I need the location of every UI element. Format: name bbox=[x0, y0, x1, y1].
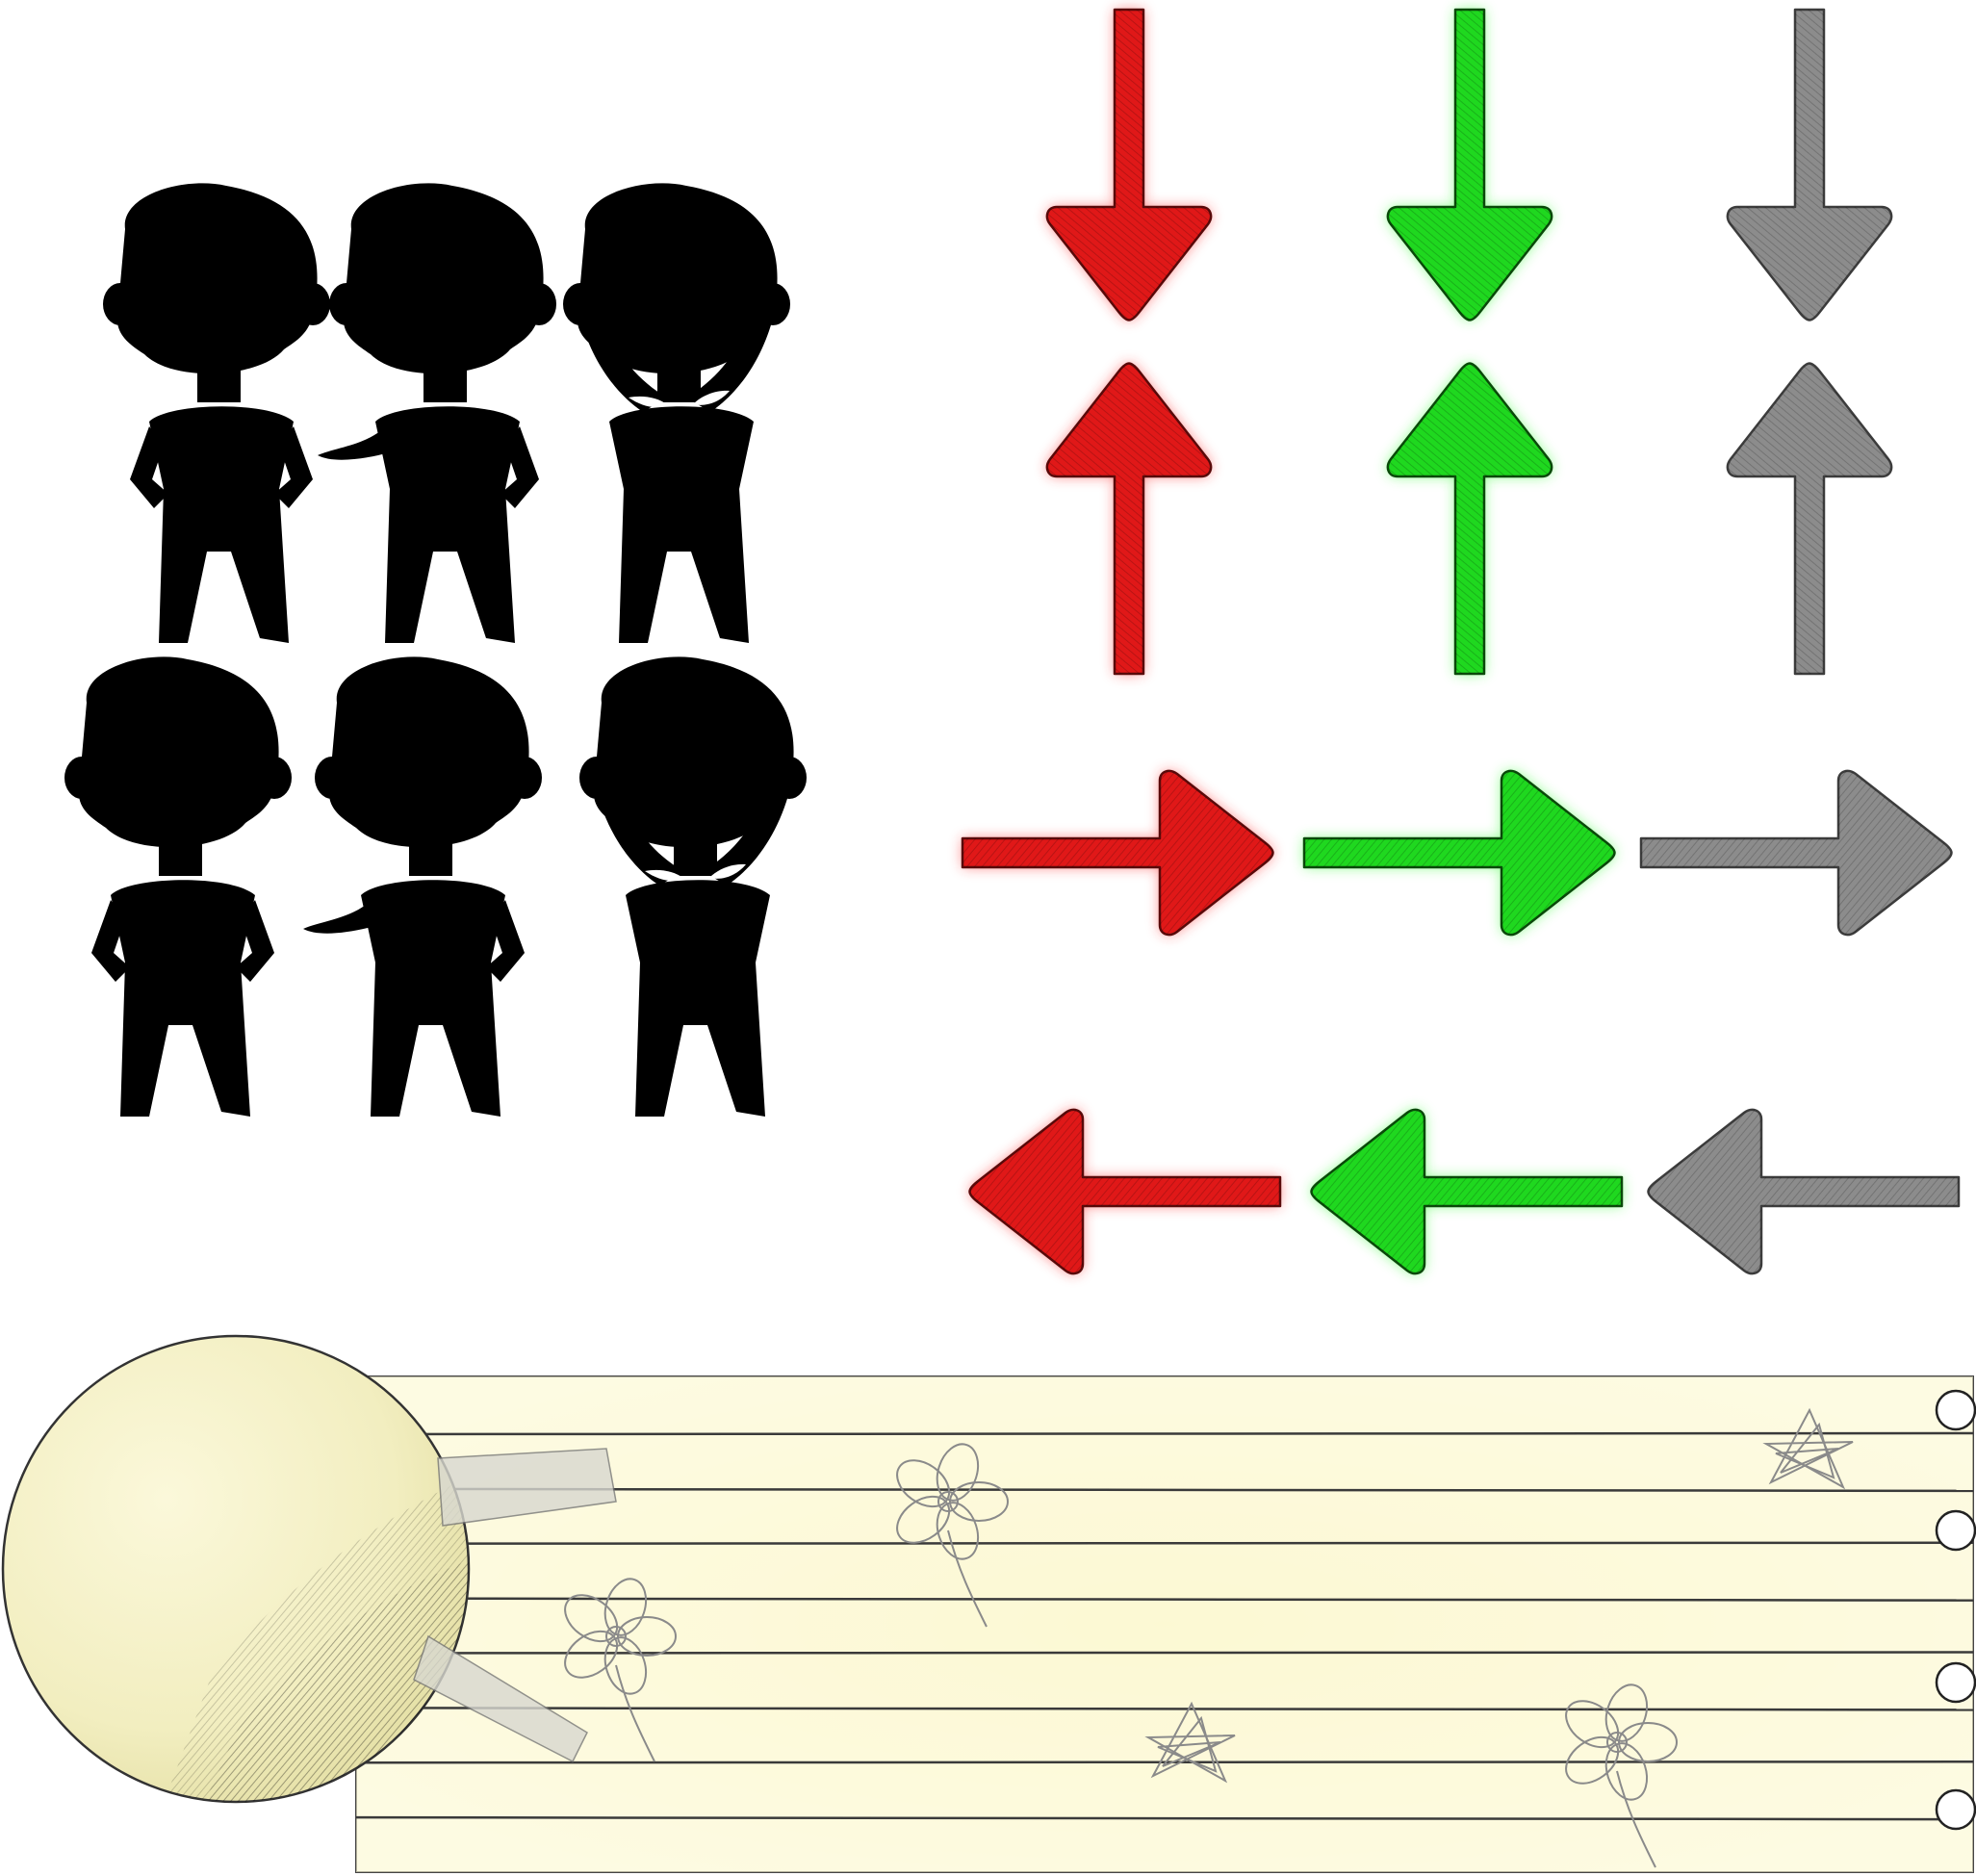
arrow-right-red bbox=[961, 769, 1274, 937]
binder-hole bbox=[1935, 1509, 1976, 1552]
rule-line bbox=[355, 1651, 1974, 1655]
silhouette-hands-on-hips bbox=[103, 183, 330, 643]
rule-line bbox=[355, 1815, 1974, 1821]
arrow-right-gray bbox=[1639, 769, 1953, 937]
arrow-down-gray bbox=[1726, 8, 1893, 321]
binder-hole bbox=[1935, 1661, 1976, 1704]
arrow-up-green bbox=[1386, 362, 1553, 676]
silhouette-hands-on-head bbox=[563, 183, 790, 643]
silhouette-hands-on-hips bbox=[64, 656, 292, 1117]
flower-doodle bbox=[1565, 1683, 1678, 1868]
arrow-group bbox=[961, 8, 1961, 1275]
arrow-down-red bbox=[1045, 8, 1213, 321]
arrow-down-green bbox=[1386, 8, 1553, 321]
star-scribble bbox=[1762, 1407, 1854, 1490]
star-scribble bbox=[1144, 1701, 1236, 1784]
rule-line bbox=[355, 1431, 1974, 1436]
rule-line bbox=[355, 1487, 1974, 1493]
silhouette-pointing bbox=[318, 183, 556, 643]
tape-strip bbox=[413, 1634, 588, 1763]
silhouette-hands-on-head bbox=[579, 656, 807, 1117]
arrow-left-red bbox=[968, 1108, 1282, 1275]
silhouette-pointing bbox=[303, 656, 542, 1117]
rule-line bbox=[355, 1760, 1974, 1764]
binder-hole bbox=[1935, 1389, 1976, 1431]
arrow-left-green bbox=[1310, 1108, 1624, 1275]
tape-strip bbox=[437, 1448, 617, 1527]
flower-doodle bbox=[564, 1578, 677, 1762]
arrow-up-red bbox=[1045, 362, 1213, 676]
arrow-left-gray bbox=[1647, 1108, 1961, 1275]
arrow-right-green bbox=[1302, 769, 1616, 937]
arrow-up-gray bbox=[1726, 362, 1893, 676]
rule-line bbox=[355, 1707, 1974, 1711]
binder-hole bbox=[1935, 1788, 1976, 1831]
rule-line bbox=[355, 1597, 1974, 1602]
silhouette-group bbox=[64, 183, 807, 1117]
rule-line bbox=[355, 1541, 1974, 1545]
flower-doodle bbox=[896, 1443, 1009, 1628]
notebook-strip bbox=[1, 1334, 1976, 1873]
